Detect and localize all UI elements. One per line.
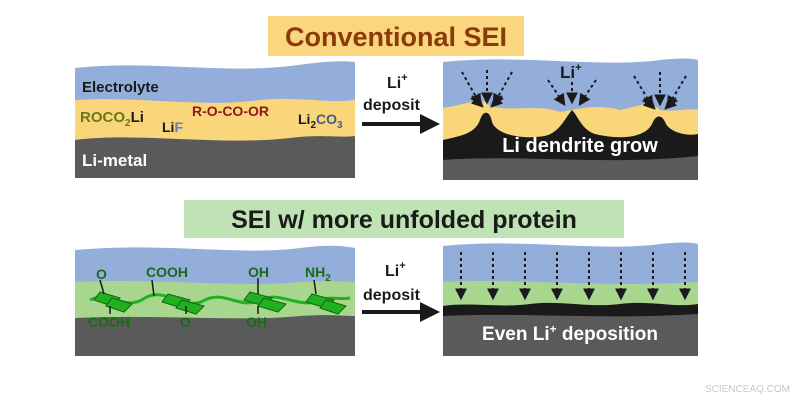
protein-sei-layer xyxy=(75,281,355,322)
watermark: SCIENCEAQ.COM xyxy=(705,384,790,395)
top-arrow-ion: Li+ xyxy=(387,72,408,92)
lif-label: LiF xyxy=(162,119,183,135)
top-right-panel: Li+ Li dendrite grow xyxy=(443,58,698,180)
protein-helices xyxy=(93,291,347,315)
top-title-text: Conventional SEI xyxy=(285,22,507,52)
top-left-panel: Electrolyte Li-metal ROCO2Li LiF R-O-CO-… xyxy=(75,61,355,178)
sei-layer xyxy=(75,98,355,148)
bottom-right-metal-layer xyxy=(443,314,698,356)
group-o-bottom: O xyxy=(180,314,191,330)
group-oh-bottom: OH xyxy=(246,314,267,330)
even-deposition-caption: Even Li+ deposition xyxy=(482,322,658,345)
group-o-top: O xyxy=(96,266,107,282)
bottom-right-electrolyte-layer xyxy=(443,242,698,290)
bottom-metal-layer xyxy=(75,315,355,356)
bottom-electrolyte-layer xyxy=(75,245,355,290)
bottom-deposit-arrow: Li+ deposit xyxy=(362,260,440,322)
bottom-title: SEI w/ more unfolded protein xyxy=(184,200,624,238)
electrolyte-label: Electrolyte xyxy=(82,79,159,96)
dendrite-arrows-2 xyxy=(547,79,597,106)
metal-layer xyxy=(75,136,355,178)
bottom-right-panel: Even Li+ deposition xyxy=(443,242,698,356)
top-arrow-deposit: deposit xyxy=(363,97,421,114)
group-oh-top: OH xyxy=(248,264,269,280)
even-deposition-arrows xyxy=(455,252,691,301)
bottom-arrow-ion: Li+ xyxy=(385,260,406,280)
group-nh2-top: NH2 xyxy=(305,264,331,284)
roco2li-label: ROCO2Li xyxy=(80,109,144,129)
bottom-title-text: SEI w/ more unfolded protein xyxy=(231,206,577,234)
bottom-left-panel: O COOH OH NH2 COOH O OH xyxy=(75,245,355,356)
right-ion-label: Li+ xyxy=(560,62,582,82)
rocoor-label: R-O-CO-OR xyxy=(192,103,269,119)
dendrite-caption: Li dendrite grow xyxy=(502,135,658,157)
dendrite-arrows-1 xyxy=(461,70,513,108)
metal-label: Li-metal xyxy=(82,151,147,170)
group-cooh-top: COOH xyxy=(146,264,188,280)
right-metal-base xyxy=(443,156,698,180)
top-deposit-arrow: Li+ deposit xyxy=(362,72,440,134)
right-electrolyte-layer xyxy=(443,58,698,112)
dendrite-arrows-3 xyxy=(633,72,687,110)
top-title: Conventional SEI xyxy=(268,16,524,56)
protein-side-chains xyxy=(99,278,317,314)
group-cooh-bottom: COOH xyxy=(88,314,130,330)
bottom-arrow-deposit: deposit xyxy=(363,287,421,304)
li2co3-label: Li2CO3 xyxy=(298,111,343,131)
